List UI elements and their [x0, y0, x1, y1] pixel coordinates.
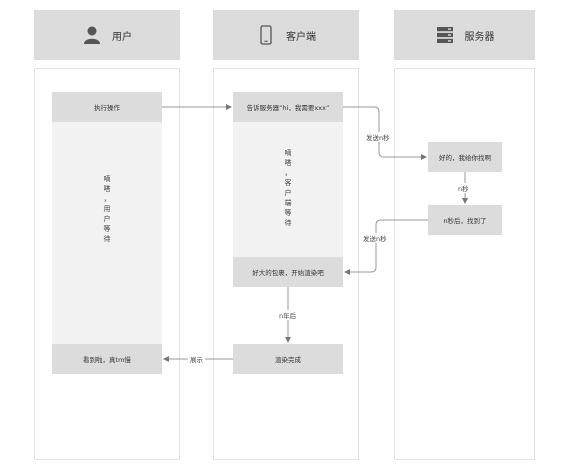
lane-header-client-label: 客户端 — [286, 31, 316, 43]
edge-label-n-sec: n秒 — [456, 183, 471, 193]
node-tell-server-label: 告诉服务器“hi，我需要xxx” — [246, 104, 330, 112]
node-got-package-label: 好大的包裹，开始渲染吧 — [252, 269, 324, 277]
node-ok-find-label: 好的，我给你找啊 — [439, 154, 491, 162]
lane-header-server: 服务器 — [394, 10, 535, 60]
node-found-label: n秒后，找到了 — [443, 217, 487, 225]
edge-found-to-package — [344, 219, 428, 275]
node-perform-action-label: 执行操作 — [94, 104, 120, 112]
edge-label-n-years: n年后 — [277, 310, 299, 320]
client-waiting-text: 嘀 嗒 ， 客 户 端 等 待 — [284, 149, 292, 227]
lane-header-user-label: 用户 — [112, 31, 132, 43]
edge-label-send-2: 发送n秒 — [361, 233, 389, 243]
region-client-waiting — [233, 122, 343, 257]
lane-server — [394, 68, 535, 460]
lane-header-client: 客户端 — [213, 10, 359, 60]
node-got-package: 好大的包裹，开始渲染吧 — [233, 257, 343, 287]
lane-header-user: 用户 — [34, 10, 180, 60]
lane-header-server-label: 服务器 — [464, 31, 495, 43]
node-render-done-label: 渲染完成 — [275, 356, 301, 364]
server-icon — [436, 27, 453, 43]
node-see-it-label: 看到啦，真tm慢 — [83, 356, 131, 364]
person-icon — [84, 26, 100, 44]
edge-label-display: 展示 — [188, 354, 205, 364]
node-ok-find: 好的，我给你找啊 — [428, 142, 502, 172]
node-tell-server: 告诉服务器“hi，我需要xxx” — [233, 92, 343, 122]
node-perform-action: 执行操作 — [52, 92, 162, 122]
mobile-phone-icon — [260, 25, 272, 45]
region-user-waiting — [52, 122, 162, 344]
node-render-done: 渲染完成 — [233, 344, 343, 374]
node-found: n秒后，找到了 — [428, 205, 502, 235]
node-see-it: 看到啦，真tm慢 — [52, 344, 162, 374]
user-waiting-text: 嘀 嗒 ， 用 户 等 待 — [103, 175, 111, 243]
edge-label-send-1: 发送n秒 — [364, 132, 392, 142]
